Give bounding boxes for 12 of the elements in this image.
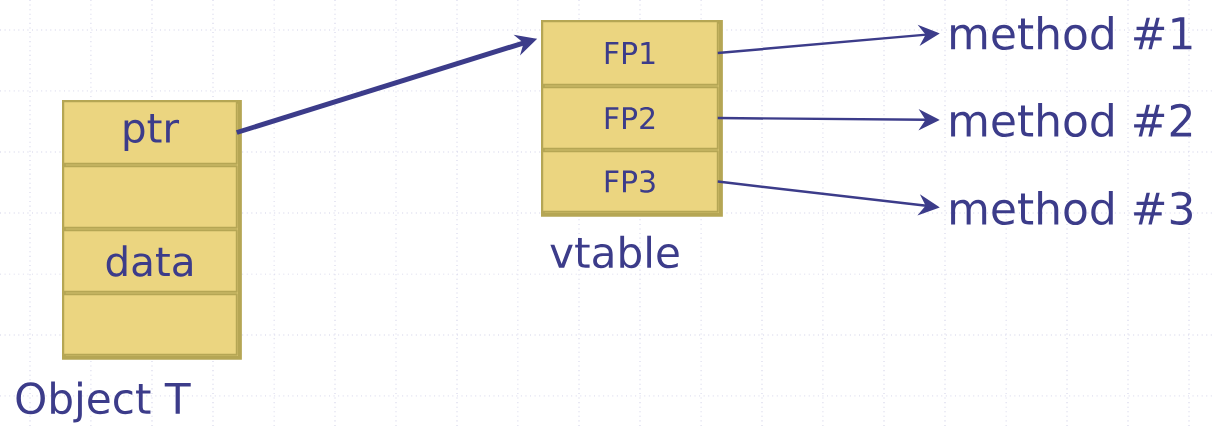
table-cell: ptr [62,100,238,165]
table-cell [62,165,238,229]
table-cell: data [62,229,238,293]
table-cell: FP2 [541,86,719,150]
method-label: method #1 [951,16,1192,50]
node-label: vtable [550,235,679,269]
method-label: method #3 [951,191,1192,225]
table-cell [62,293,238,356]
table-cell: FP1 [541,20,719,86]
node-label: Object T [16,381,191,423]
table-cell: FP3 [541,150,719,213]
method-label: method #2 [951,103,1192,137]
